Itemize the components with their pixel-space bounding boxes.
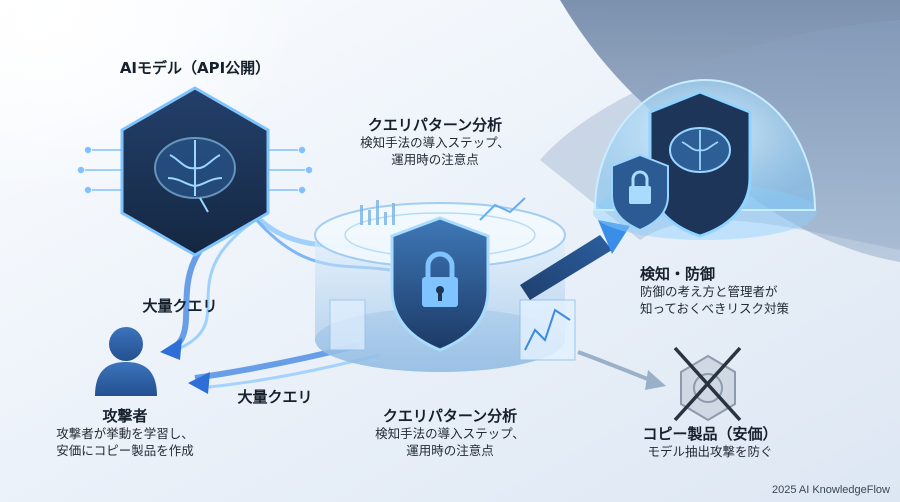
attacker-line1: 攻撃者が挙動を学習し、 bbox=[56, 426, 194, 442]
brain-dome-icon bbox=[648, 90, 752, 238]
attacker-title: 攻撃者 bbox=[102, 407, 148, 425]
small-lock-shield-icon bbox=[611, 153, 669, 232]
query-pattern-top-line2: 運用時の注意点 bbox=[391, 152, 479, 168]
query-pattern-bottom-line1: 検知手法の導入ステップ、 bbox=[375, 426, 525, 442]
detection-title: 検知・防御 bbox=[640, 265, 716, 283]
flow-label-upper-text: 大量クエリ bbox=[142, 297, 218, 315]
attacker-label: 攻撃者 攻撃者が挙動を学習し、 安価にコピー製品を作成 bbox=[20, 406, 230, 460]
arrow-to-detection bbox=[520, 220, 630, 300]
query-pattern-bottom-label: クエリパターン分析 検知手法の導入ステップ、 運用時の注意点 bbox=[345, 406, 555, 460]
query-pattern-top-title: クエリパターン分析 bbox=[367, 116, 503, 134]
node-graph-decor bbox=[479, 197, 526, 221]
query-pattern-top-label: クエリパターン分析 検知手法の導入ステップ、 運用時の注意点 bbox=[330, 115, 540, 169]
ai-model-title: AIモデル（API公開） bbox=[119, 59, 271, 77]
lower-stream-arrowhead bbox=[188, 372, 210, 394]
copy-product-title: コピー製品（安価） bbox=[642, 425, 778, 443]
detection-line2: 知っておくべきリスク対策 bbox=[640, 301, 790, 317]
upper-stream-arrowhead bbox=[160, 338, 182, 360]
crossed-chip-icon bbox=[673, 346, 742, 422]
monitor-panel-left bbox=[329, 299, 366, 351]
ai-model-label: AIモデル（API公開） bbox=[95, 58, 295, 78]
detection-label: 検知・防御 防御の考え方と管理者が 知っておくべきリスク対策 bbox=[640, 264, 870, 318]
ai-model-hexagon bbox=[77, 86, 313, 257]
copy-product-label: コピー製品（安価） モデル抽出攻撃を防ぐ bbox=[610, 424, 810, 461]
detection-line1: 防御の考え方と管理者が bbox=[640, 284, 778, 300]
shield-lock-icon bbox=[390, 216, 490, 352]
query-pattern-top-line1: 検知手法の導入ステップ、 bbox=[360, 135, 510, 151]
attacker-line2: 安価にコピー製品を作成 bbox=[56, 443, 194, 459]
footer-credit: 2025 AI KnowledgeFlow bbox=[771, 484, 890, 496]
user-icon bbox=[95, 327, 157, 396]
query-pattern-bottom-title: クエリパターン分析 bbox=[382, 407, 518, 425]
flow-label-lower: 大量クエリ bbox=[215, 387, 335, 407]
chart-bars-decor bbox=[360, 200, 395, 225]
circuit-lines bbox=[77, 146, 313, 194]
query-pattern-bottom-line2: 運用時の注意点 bbox=[406, 443, 494, 459]
flow-label-upper: 大量クエリ bbox=[120, 296, 240, 316]
brain-chip-icon bbox=[154, 137, 236, 213]
copy-product-line1: モデル抽出攻撃を防ぐ bbox=[647, 444, 773, 460]
flow-label-lower-text: 大量クエリ bbox=[237, 388, 313, 406]
arrow-to-copy bbox=[577, 350, 666, 390]
protective-dome bbox=[593, 79, 817, 240]
